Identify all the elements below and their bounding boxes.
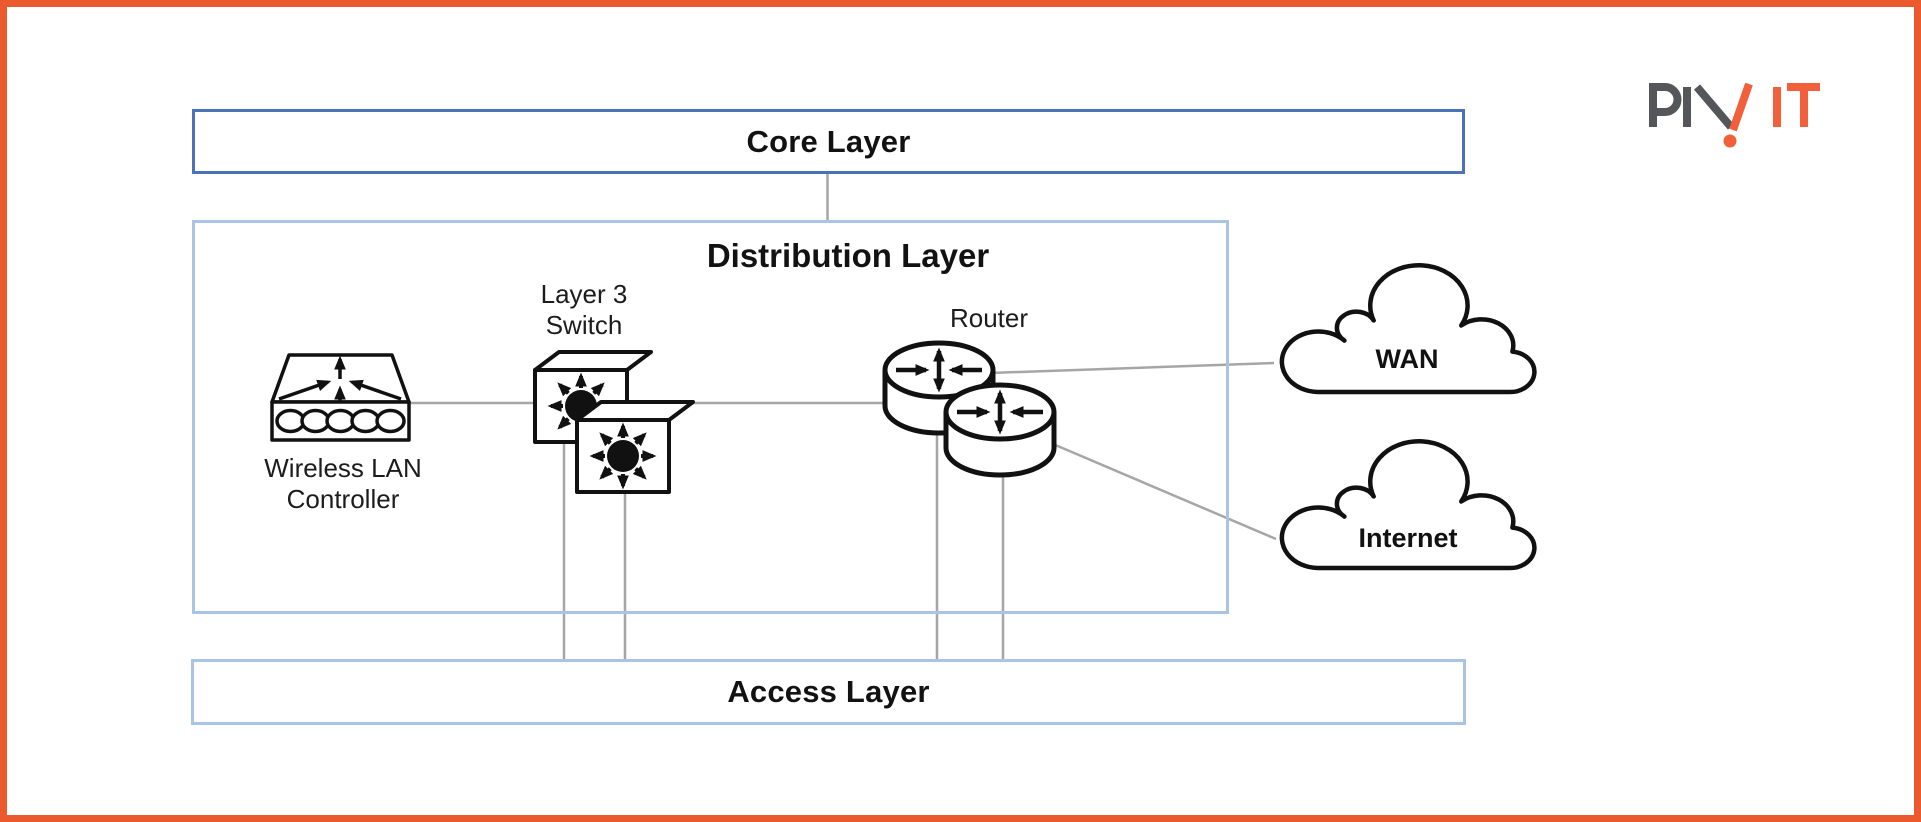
internet-label: Internet [1358, 523, 1458, 553]
connection-lines [407, 174, 1277, 660]
layer3-switch-label-line1: Layer 3 [540, 279, 628, 309]
access-layer-box: Access Layer [191, 659, 1466, 725]
logo-dot [1723, 134, 1737, 148]
logo-slash [1729, 83, 1753, 132]
router-icon-front [943, 382, 1057, 478]
link-router-internet [1052, 442, 1277, 541]
layer3-switch-label-line2: Switch [545, 310, 623, 340]
pivit-logo [1649, 83, 1820, 148]
distribution-layer-box: Distribution Layer [192, 220, 1229, 614]
internet-cloud-icon [1269, 439, 1527, 576]
wan-cloud-icon [1269, 263, 1527, 400]
logo-letter-p [1649, 83, 1682, 127]
wan-label: WAN [1375, 344, 1439, 374]
wlc-label-line1: Wireless LAN [264, 453, 422, 483]
wlc-label: Wireless LAN Controller [193, 453, 493, 515]
access-layer-label: Access Layer [727, 674, 930, 709]
wireless-lan-controller-icon [270, 353, 411, 442]
wlc-label-line2: Controller [286, 484, 400, 514]
logo-letter-v-left [1693, 84, 1735, 130]
core-layer-box: Core Layer [192, 109, 1465, 174]
core-layer-label: Core Layer [746, 123, 911, 159]
layer3-switch-icon-front [575, 400, 695, 494]
distribution-layer-label: Distribution Layer [706, 237, 990, 274]
layer3-switch-label: Layer 3 Switch [434, 279, 734, 341]
router-label: Router [949, 303, 1029, 333]
